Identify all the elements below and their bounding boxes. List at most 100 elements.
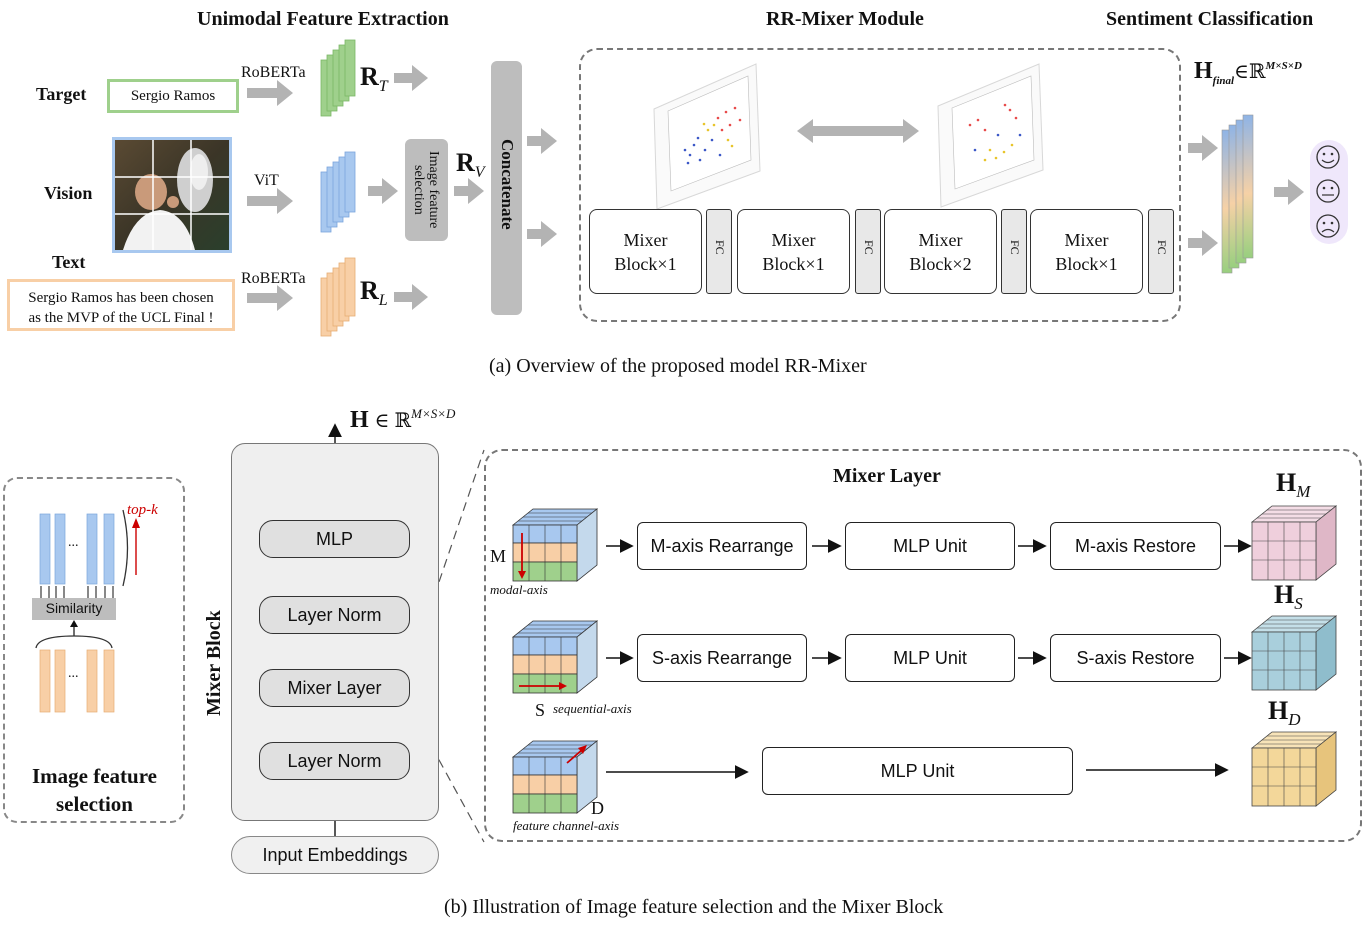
axis-s-label: sequential-axis — [553, 701, 632, 716]
axis-s-letter: S — [535, 700, 546, 720]
out-hs-letter: H — [1274, 580, 1295, 609]
mb3-line2: Block×2 — [909, 254, 972, 274]
s-axis-rearrange-box: S-axis Rearrange — [637, 634, 807, 682]
rep-rl: RL — [360, 276, 388, 310]
concatenate-label: Concatenate — [498, 139, 517, 230]
label-text: Text — [52, 252, 86, 272]
label-target: Target — [36, 84, 87, 104]
top-k-label: top-k — [127, 502, 158, 518]
mixer-layer-title: Mixer Layer — [833, 465, 941, 487]
rl-letter: R — [360, 276, 379, 305]
out-hd-label: HD — [1268, 696, 1301, 730]
ifs-dots-top: ... — [68, 535, 79, 550]
sentiment-faces — [1310, 140, 1348, 244]
vision-image — [112, 137, 232, 253]
h-block-letter: H — [350, 407, 369, 433]
fc-2-label: FC — [862, 240, 876, 255]
arrow-vision-enc — [247, 188, 293, 214]
ifs-title: Image feature selection — [12, 762, 177, 818]
stack-orange — [320, 257, 356, 337]
cube-s — [511, 620, 599, 694]
encoder-vision: ViT — [254, 172, 279, 189]
ifs-block-label: Image feature selection — [411, 151, 441, 229]
arrow-target-enc — [247, 80, 293, 106]
ifs-graphics — [32, 509, 140, 713]
label-vision: Vision — [44, 183, 93, 203]
ifs-block: Image feature selection — [405, 139, 448, 241]
rep-rt: RT — [360, 62, 388, 96]
h-final-label: Hfinal∈ℝM×S×D — [1194, 58, 1302, 87]
ifs-dots-bottom: ... — [68, 666, 79, 681]
concatenate-block: Concatenate — [491, 61, 522, 315]
cube-d — [511, 740, 599, 814]
mb2-line1: Mixer — [771, 230, 816, 250]
arrow-bidirectional — [797, 119, 919, 143]
out-hs-sub: S — [1294, 594, 1303, 614]
cube-m — [511, 508, 599, 582]
encoder-text: RoBERTa — [241, 270, 306, 287]
axis-d-label: feature channel-axis — [513, 818, 620, 833]
rrmixer-module — [579, 48, 1181, 322]
out-hm-letter: H — [1276, 468, 1297, 497]
fc-1: FC — [706, 209, 732, 294]
m-mlp-unit-box: MLP Unit — [845, 522, 1015, 570]
rt-letter: R — [360, 62, 379, 91]
h-final-in: ∈ℝ — [1234, 61, 1266, 83]
caption-b: (b) Illustration of Image feature select… — [444, 896, 944, 918]
mb1-line1: Mixer — [623, 230, 668, 250]
out-hm-label: HM — [1276, 468, 1310, 502]
mb1-line2: Block×1 — [614, 254, 677, 274]
arrow-out-2 — [1188, 230, 1218, 256]
gray-arrows — [247, 65, 1304, 311]
title-sentiment: Sentiment Classification — [1106, 8, 1314, 30]
h-final-sup: M×S×D — [1265, 60, 1302, 72]
arrow-rl — [394, 284, 428, 310]
mixer-layer-panel — [484, 449, 1362, 842]
title-rrmixer: RR-Mixer Module — [766, 8, 924, 30]
vision-photo-svg — [115, 140, 229, 250]
m-axis-rearrange-box: M-axis Rearrange — [637, 522, 807, 570]
output-stack — [1221, 114, 1254, 274]
arrow-concat-1 — [527, 128, 557, 154]
neutral-face-icon — [1316, 179, 1340, 203]
h-final-sub: final — [1212, 74, 1235, 87]
out-cube-m — [1250, 505, 1338, 581]
h-block-in: ∈ ℝ — [374, 410, 412, 432]
target-text: Sergio Ramos — [130, 88, 216, 104]
mlp-box: MLP — [259, 520, 410, 558]
fc-4: FC — [1148, 209, 1174, 294]
happy-face-icon — [1316, 145, 1340, 169]
h-block-sup: M×S×D — [411, 406, 456, 421]
fc-3: FC — [1001, 209, 1027, 294]
d-mlp-unit-box: MLP Unit — [762, 747, 1073, 795]
arrow-to-faces — [1274, 179, 1304, 205]
ifs-title-line1: Image feature — [32, 764, 157, 788]
ifs-title-line2: selection — [56, 792, 133, 816]
ifs-panel — [3, 477, 185, 823]
mb2-line2: Block×1 — [762, 254, 825, 274]
zoom-line-bottom — [409, 706, 485, 843]
arrow-rv — [454, 178, 484, 204]
arrow-rt — [394, 65, 428, 91]
text-line-1: Sergio Ramos has been chosen — [28, 290, 214, 306]
out-hd-sub: D — [1288, 710, 1301, 730]
fc-4-label: FC — [1155, 240, 1169, 255]
text-box: Sergio Ramos has been chosen as the MVP … — [7, 279, 235, 331]
mb4-line1: Mixer — [1064, 230, 1109, 250]
input-cubes — [511, 508, 599, 814]
mixer-block-3: Mixer Block×2 — [884, 209, 997, 294]
s-axis-restore-box: S-axis Restore — [1050, 634, 1221, 682]
mb3-line1: Mixer — [918, 230, 963, 250]
stack-green — [320, 39, 356, 117]
arrow-text-enc — [247, 285, 293, 311]
rv-letter: R — [456, 148, 475, 177]
layer-norm-bottom-box: Layer Norm — [259, 742, 410, 780]
plot-right — [937, 63, 1044, 208]
h-final-letter: H — [1194, 58, 1213, 84]
text-line-2: as the MVP of the UCL Final ! — [28, 310, 214, 326]
mixer-layer-arrows — [606, 539, 1252, 779]
mixer-block-4: Mixer Block×1 — [1030, 209, 1143, 294]
mixer-block-side-label: Mixer Block — [203, 610, 225, 716]
s-mlp-unit-box: MLP Unit — [845, 634, 1015, 682]
rt-sub: T — [378, 78, 388, 96]
